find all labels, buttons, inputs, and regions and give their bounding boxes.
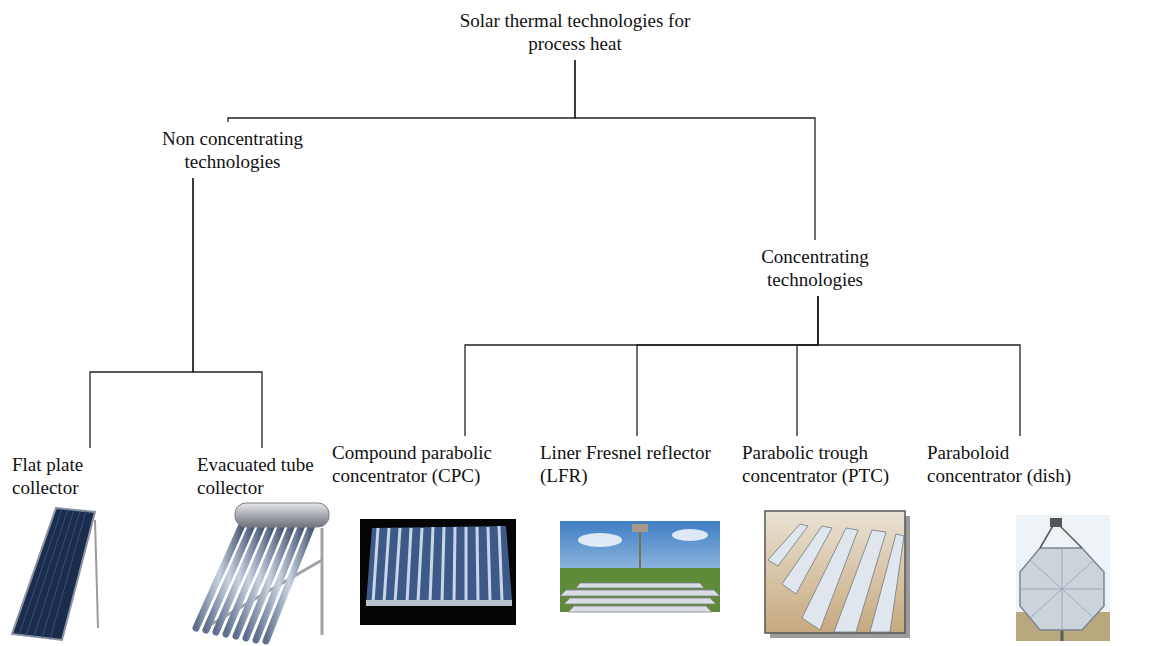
cpc-picture [360, 519, 516, 625]
tree-connector [575, 60, 815, 240]
node-label: Parabolic trough concentrator (PTC) [742, 441, 918, 487]
lfr-picture [560, 521, 720, 612]
tree-node: Liner Fresnel reflector (LFR) [538, 440, 728, 488]
node-label: Evacuated tube collector [197, 453, 338, 499]
tree-node: Non concentrating technologies [140, 126, 325, 174]
node-label: Paraboloid concentrator (dish) [927, 441, 1108, 487]
tree-connector [193, 178, 262, 448]
tree-node: Paraboloid concentrator (dish) [925, 440, 1110, 488]
tree-node: Flat plate collector [10, 452, 110, 500]
tree-node: Compound parabolic concentrator (CPC) [330, 440, 535, 488]
tree-connector [797, 296, 818, 436]
tree-node: Parabolic trough concentrator (PTC) [740, 440, 920, 488]
node-label: Non concentrating technologies [142, 127, 323, 173]
dish-picture [1016, 515, 1110, 641]
tree-connector [90, 178, 193, 448]
tree-connector [637, 296, 818, 436]
node-label: Flat plate collector [12, 453, 108, 499]
node-label: Compound parabolic concentrator (CPC) [332, 441, 533, 487]
node-label: Solar thermal technologies for process h… [437, 9, 713, 55]
tree-connector [228, 60, 575, 122]
node-label: Liner Fresnel reflector (LFR) [540, 441, 726, 487]
tree-connector [818, 296, 1020, 436]
node-label: Concentrating technologies [732, 245, 898, 291]
tree-node: Concentrating technologies [730, 244, 900, 292]
tree-node: Evacuated tube collector [195, 452, 340, 500]
evacuated-tube-picture [196, 503, 329, 641]
tree-node: Solar thermal technologies for process h… [435, 8, 715, 56]
ptc-picture [765, 511, 910, 638]
flat-plate-picture [12, 508, 98, 640]
tree-connector [465, 296, 818, 436]
